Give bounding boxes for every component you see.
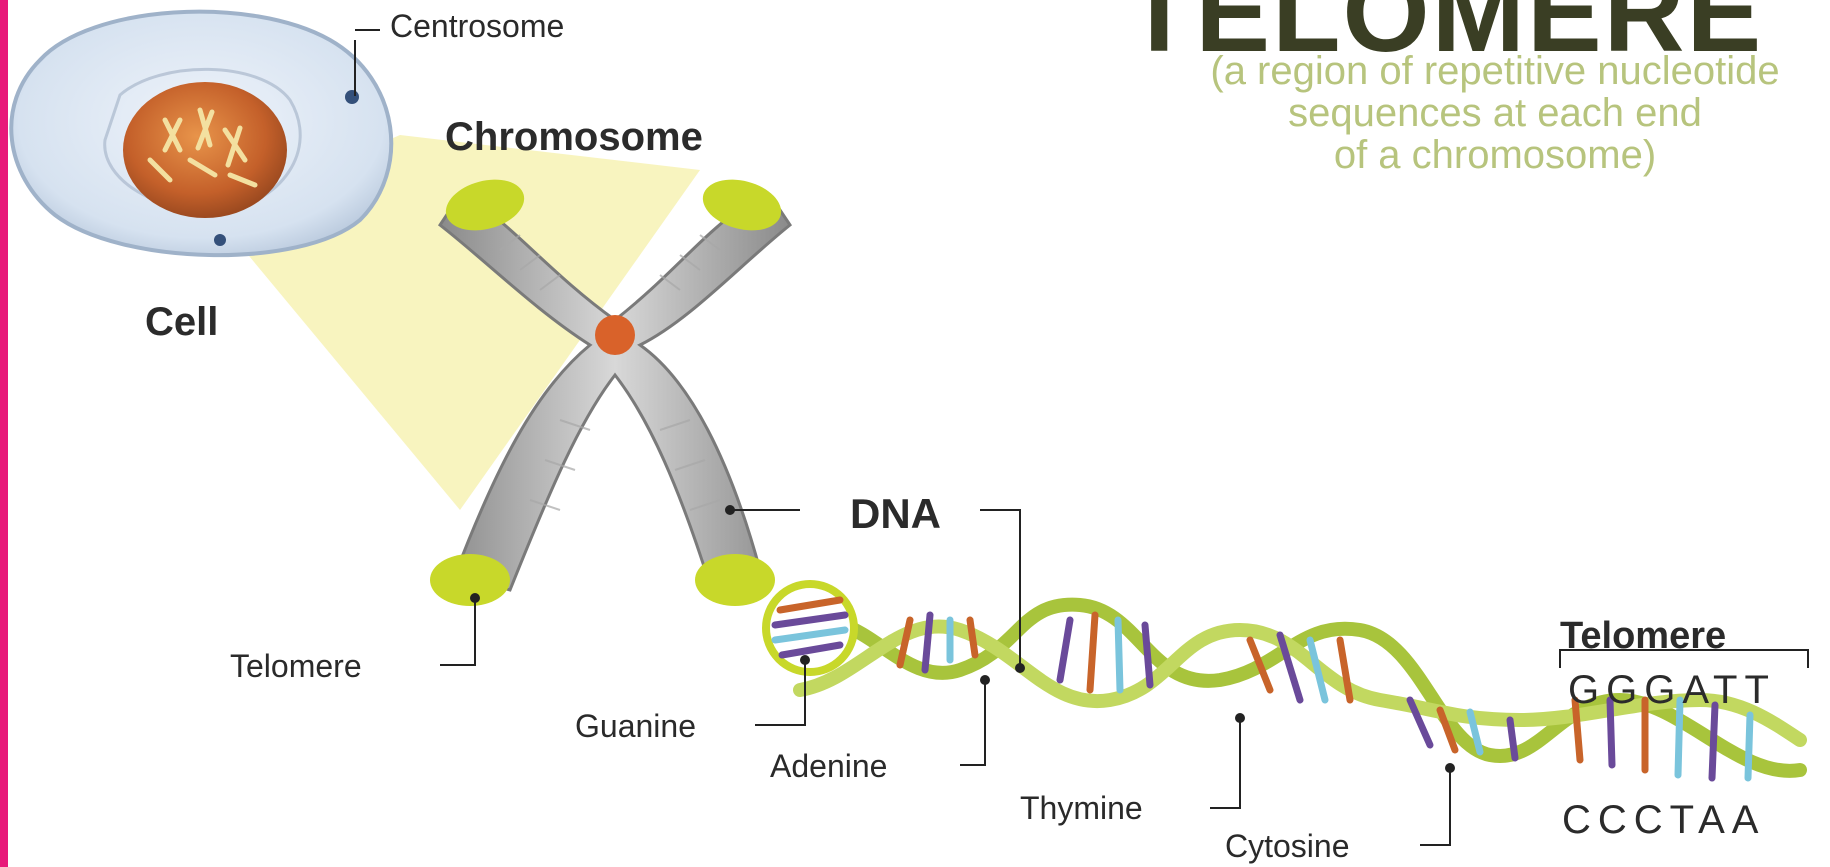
- sequence-bottom: CCCTAA: [1562, 798, 1765, 843]
- telomere-cap: [430, 554, 510, 606]
- label-guanine: Guanine: [575, 708, 696, 745]
- label-thymine: Thymine: [1020, 790, 1143, 827]
- telomere-cap: [695, 554, 775, 606]
- label-telomere-dna: Telomere: [1560, 615, 1726, 658]
- nucleus: [123, 82, 287, 218]
- centromere: [595, 315, 635, 355]
- cell-graphic: [11, 12, 391, 255]
- diagram-subtitle: (a region of repetitive nucleotide seque…: [1065, 50, 1830, 176]
- label-cell: Cell: [145, 300, 218, 345]
- label-telomere-chromosome: Telomere: [230, 648, 362, 685]
- label-centrosome: Centrosome: [390, 8, 564, 45]
- centrosome: [345, 90, 359, 104]
- label-adenine: Adenine: [770, 748, 887, 785]
- label-dna: DNA: [850, 490, 941, 538]
- sequence-top: GGGATT: [1568, 668, 1776, 713]
- label-chromosome: Chromosome: [445, 115, 703, 160]
- label-cytosine: Cytosine: [1225, 828, 1350, 865]
